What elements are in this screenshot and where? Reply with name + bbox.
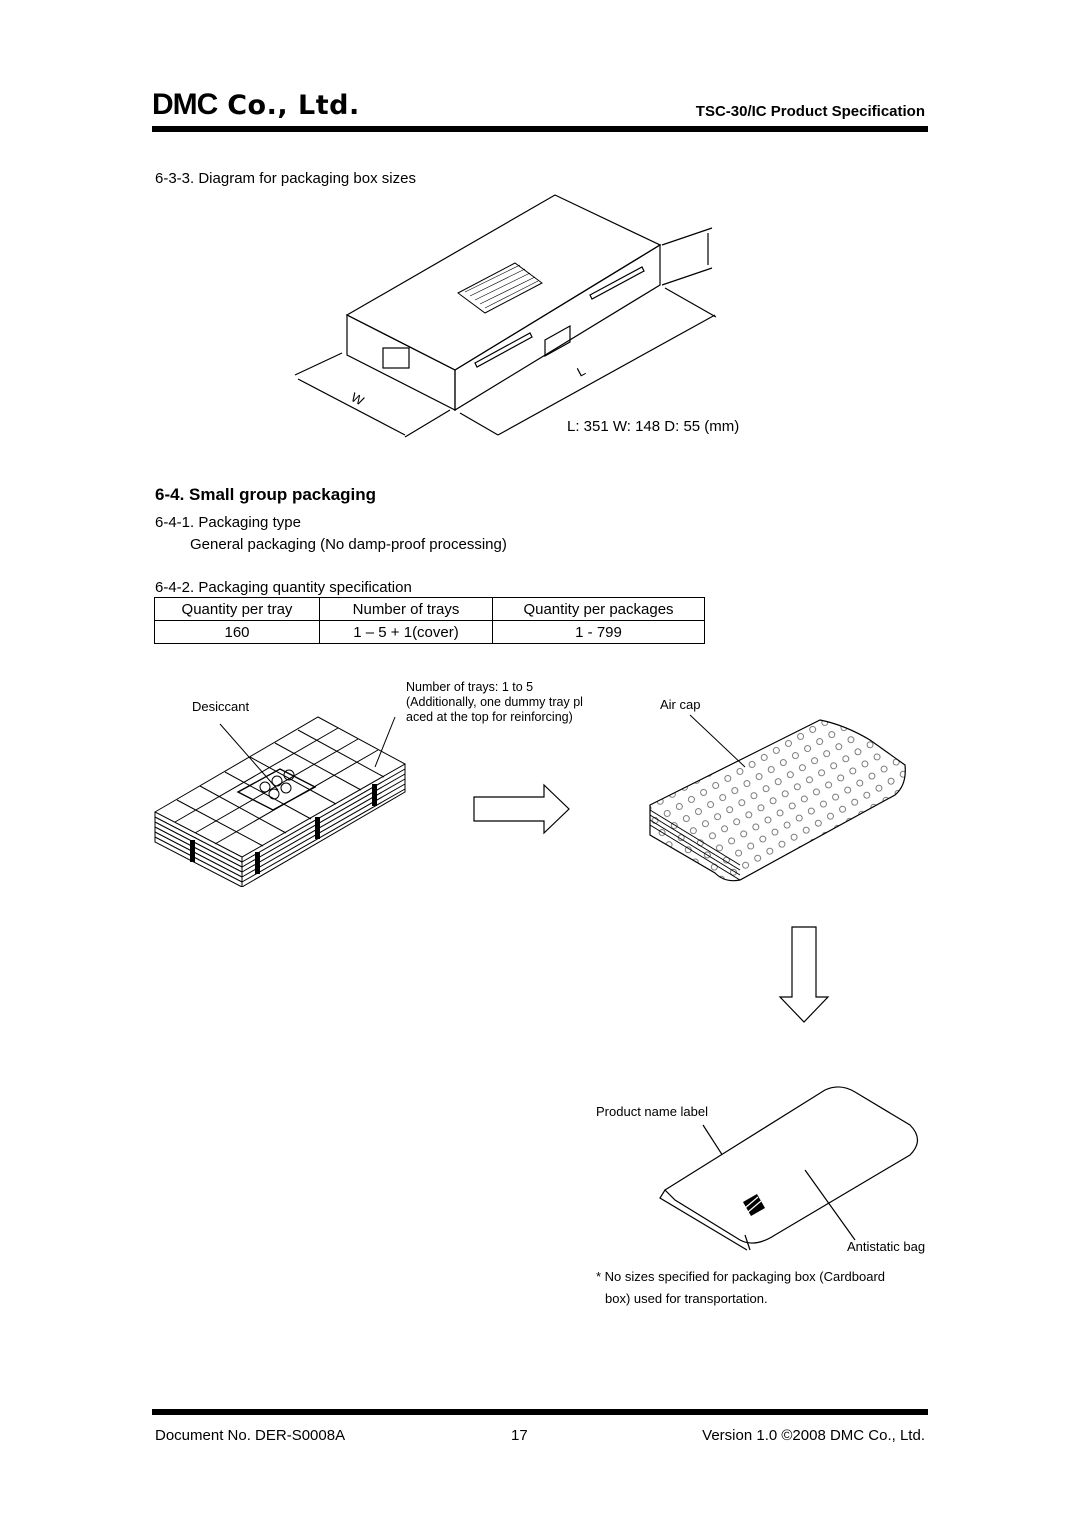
desiccant-label: Desiccant <box>192 699 250 714</box>
note-line2: box) used for transportation. <box>605 1291 768 1306</box>
box-diagram-caption: 6-3-3. Diagram for packaging box sizes <box>155 170 416 187</box>
table-header-row: Quantity per tray Number of trays Quanti… <box>154 597 705 621</box>
document-title: TSC-30/IC Product Specification <box>695 103 925 120</box>
tray-stack-illustration <box>153 716 407 887</box>
trays-note-line1: Number of trays: 1 to 5 <box>406 680 534 694</box>
quantity-table: Quantity per tray Number of trays Quanti… <box>154 597 705 644</box>
box-l-label: L <box>574 363 587 380</box>
table-cell: 1 – 5 + 1(cover) <box>319 620 493 644</box>
box-w-label: W <box>349 389 368 408</box>
quantity-title: 6-4-2. Packaging quantity specification <box>155 579 412 596</box>
air-cap-wrapped-illustration <box>649 714 906 882</box>
table-cell: 160 <box>154 620 320 644</box>
trays-note-line2: (Additionally, one dummy tray pl <box>406 695 583 709</box>
header-rule <box>152 126 928 132</box>
packaging-type-title: 6-4-1. Packaging type <box>155 514 301 531</box>
trays-note-line3: aced at the top for reinforcing) <box>406 710 573 724</box>
arrow-right-icon <box>473 783 570 835</box>
table-header-cell: Number of trays <box>319 597 493 621</box>
logo-suffix: Co., Ltd. <box>217 90 360 121</box>
product-label-label: Product name label <box>596 1104 709 1119</box>
logo-brand: DMC <box>152 88 218 121</box>
table-header-cell: Quantity per packages <box>492 597 705 621</box>
note-line1: * No sizes specified for packaging box (… <box>596 1269 886 1284</box>
footer-version: Version 1.0 ©2008 DMC Co., Ltd. <box>702 1427 925 1444</box>
section-heading: 6-4. Small group packaging <box>155 485 377 504</box>
footer-page-number: 17 <box>511 1427 528 1444</box>
table-row: 160 1 – 5 + 1(cover) 1 - 799 <box>154 620 705 644</box>
table-header-cell: Quantity per tray <box>154 597 320 621</box>
packaging-box-diagram: W L <box>294 194 717 438</box>
footer-doc-number: Document No. DER-S0008A <box>155 1427 346 1444</box>
antistatic-bag-illustration <box>659 1086 919 1251</box>
packaging-type-value: General packaging (No damp-proof process… <box>190 536 507 553</box>
antistatic-bag-label: Antistatic bag <box>847 1239 926 1254</box>
box-dimensions: L: 351 W: 148 D: 55 (mm) <box>567 418 740 435</box>
air-cap-label: Air cap <box>660 697 701 712</box>
company-logo: DMC Co., Ltd. <box>152 88 360 122</box>
table-cell: 1 - 799 <box>492 620 705 644</box>
arrow-down-icon <box>778 926 830 1023</box>
footer-rule <box>152 1409 928 1415</box>
